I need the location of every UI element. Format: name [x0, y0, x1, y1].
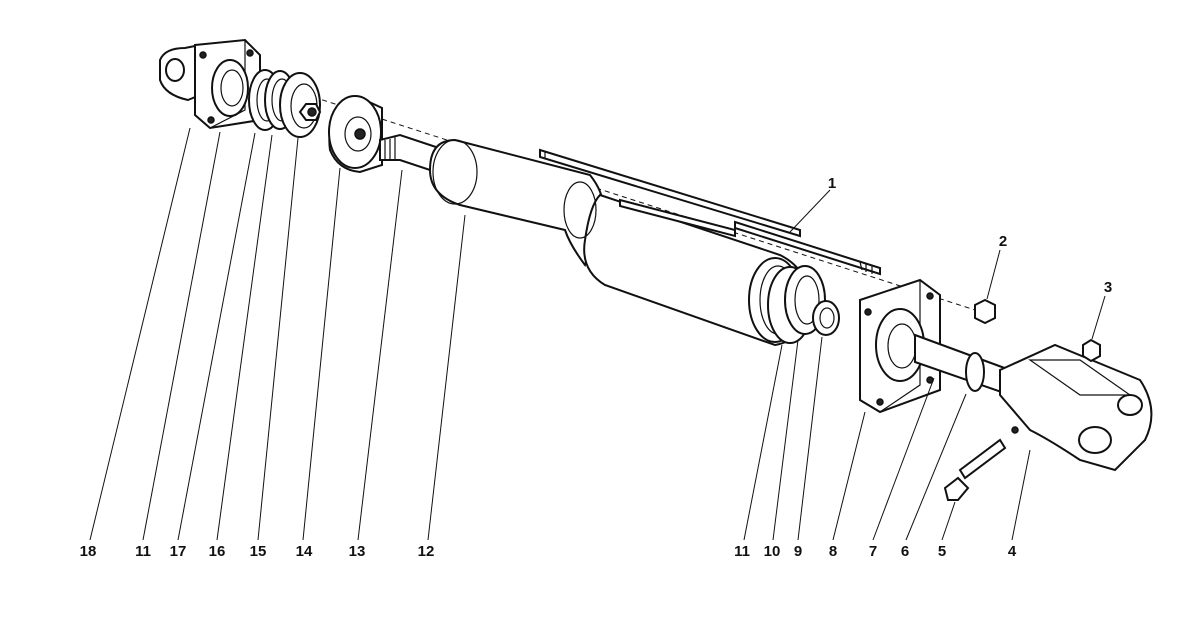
leader-17 — [177, 132, 256, 541]
callout-14: 14 — [296, 543, 313, 560]
leader-7 — [872, 377, 935, 541]
leader-13 — [357, 169, 403, 541]
leader-9 — [797, 336, 823, 541]
leader-16 — [216, 134, 273, 541]
leader-3 — [1091, 295, 1106, 340]
callout-16: 16 — [209, 543, 226, 560]
leader-6 — [905, 393, 967, 541]
leader-18 — [89, 127, 191, 541]
leader-4 — [1011, 449, 1031, 541]
leader-5 — [941, 501, 956, 541]
callout-13: 13 — [349, 543, 366, 560]
callout-labels: 18 11 17 16 15 14 13 12 11 10 9 8 7 6 5 … — [80, 175, 1113, 560]
callout-5: 5 — [938, 543, 946, 560]
part-3-nut — [1082, 338, 1101, 363]
leader-12 — [427, 214, 466, 541]
callout-15: 15 — [250, 543, 267, 560]
callout-8: 8 — [829, 543, 837, 560]
part-15-piston — [279, 72, 322, 138]
leader-15 — [257, 137, 299, 541]
part-2-nut — [974, 298, 996, 325]
callout-1: 1 — [828, 175, 836, 192]
part-8-front-end-cap — [859, 278, 941, 414]
callout-11-front: 11 — [734, 543, 750, 560]
leader-14 — [302, 167, 341, 541]
leader-8 — [832, 411, 866, 541]
part-18-rear-end-cap — [159, 38, 261, 130]
callout-12: 12 — [418, 543, 435, 560]
leader-lines — [89, 127, 1106, 541]
part-1-tie-rods — [539, 148, 881, 276]
leader-11a — [142, 131, 221, 541]
part-4-rod-clevis — [999, 343, 1153, 472]
callout-3: 3 — [1104, 279, 1112, 296]
leader-11b — [743, 344, 783, 541]
part-9-washer — [812, 300, 840, 336]
callout-9: 9 — [794, 543, 802, 560]
callout-7: 7 — [869, 543, 877, 560]
part-12-cylinder-barrel — [428, 138, 812, 347]
callout-18: 18 — [80, 543, 97, 560]
callout-10: 10 — [764, 543, 781, 560]
part-14-bushing — [328, 95, 383, 174]
leader-10 — [772, 339, 799, 541]
part-6-collar — [965, 352, 985, 392]
leader-2 — [986, 249, 1001, 300]
callout-11-rear: 11 — [135, 543, 151, 560]
callout-17: 17 — [170, 543, 187, 560]
callout-6: 6 — [901, 543, 909, 560]
leader-1 — [789, 189, 831, 233]
callout-2: 2 — [999, 233, 1007, 250]
part-5-bolt — [943, 438, 1007, 501]
callout-4: 4 — [1008, 543, 1017, 560]
